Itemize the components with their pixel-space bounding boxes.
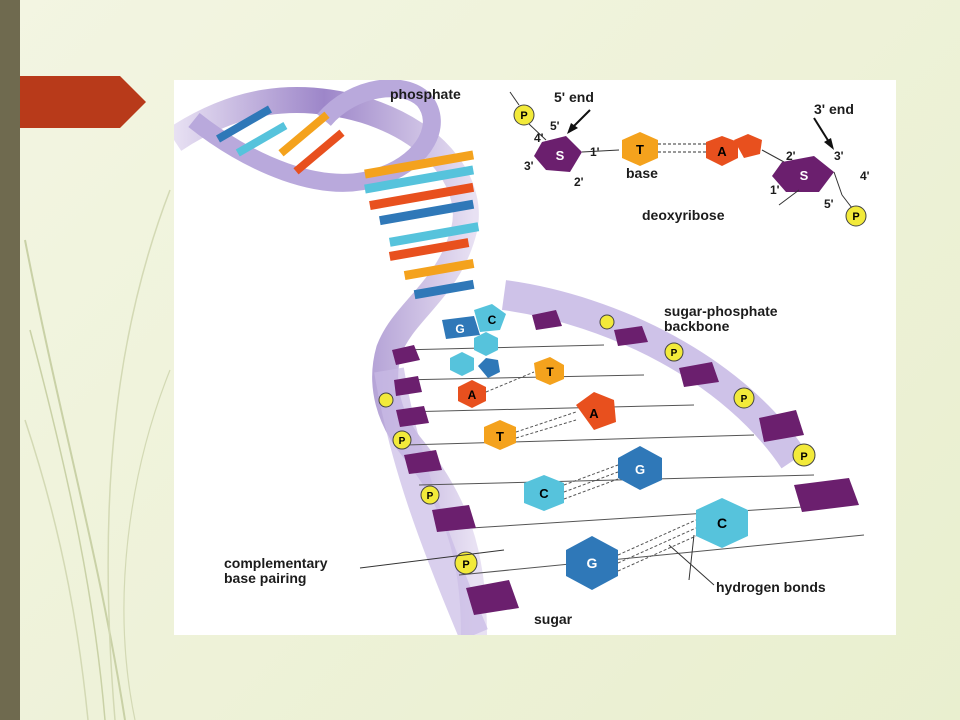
right-backbone-chain: P P P [532,310,859,512]
svg-text:A: A [468,388,477,402]
left-backbone-chain: P P P [378,345,519,615]
svg-text:P: P [741,394,748,405]
svg-text:G: G [587,555,598,571]
leader-hydrogen-1 [688,534,695,581]
label-base: base [626,165,658,181]
svg-text:P: P [520,110,527,122]
svg-text:T: T [546,365,554,379]
svg-text:A: A [717,144,727,159]
svg-text:T: T [496,429,504,444]
carbon-5-left: 5' [550,119,560,133]
label-hydrogen-bonds: hydrogen bonds [716,579,826,595]
svg-text:S: S [800,168,809,183]
carbon-4-right: 4' [860,169,870,183]
label-sugar-phosphate-backbone: sugar-phosphate backbone [664,303,778,334]
label-5-end: 5' end [554,89,594,105]
label-deoxyribose: deoxyribose [642,207,725,223]
leader-complementary [359,549,505,569]
carbon-3-left: 3' [524,159,534,173]
label-sugar: sugar [534,611,573,627]
backbone-ribbon-left [174,87,487,635]
svg-text:P: P [671,348,678,359]
svg-text:P: P [462,559,469,571]
svg-text:P: P [852,211,859,223]
base-pair-gc-bottom: G C [566,498,748,590]
carbon-1-left: 1' [590,145,600,159]
nucleotide-detail: P S T A S P [509,91,867,227]
svg-text:A: A [589,406,599,421]
svg-text:P: P [800,451,807,463]
backbone-ribbon-top [188,80,441,192]
carbon-2-right: 2' [786,149,796,163]
label-phosphate: phosphate [390,86,461,102]
slide-accent-arrow [20,76,146,128]
svg-text:T: T [636,142,644,157]
svg-text:G: G [635,462,645,477]
svg-text:P: P [399,436,406,447]
carbon-2-left: 2' [574,175,584,189]
label-3-end: 3' end [814,101,854,117]
carbon-1-right: 1' [770,183,780,197]
base-pair-at-1: A T [458,357,564,408]
carbon-5-right: 5' [824,197,834,211]
label-complementary-base-pairing: complementary base pairing [224,555,328,586]
leader-hydrogen-2 [668,544,715,586]
slide-left-bar [0,0,20,720]
carbon-4-left: 4' [534,131,544,145]
svg-text:P: P [427,491,434,502]
svg-text:S: S [556,148,565,163]
base-pair-gc-top: G C [442,304,506,339]
base-pair-cg-small [450,332,500,378]
carbon-3-right: 3' [834,149,844,163]
svg-text:C: C [488,313,497,327]
dna-diagram: P P P P P P G [174,80,896,635]
dna-diagram-svg: P P P P P P G [174,80,867,635]
helix-base-bars [216,105,480,300]
svg-text:G: G [455,322,464,336]
backbone-ribbon-lower-left [374,367,488,635]
base-pair-cg: C G [524,446,662,511]
svg-text:C: C [717,515,727,531]
svg-text:C: C [539,486,549,501]
base-pair-ta: T A [484,392,616,450]
